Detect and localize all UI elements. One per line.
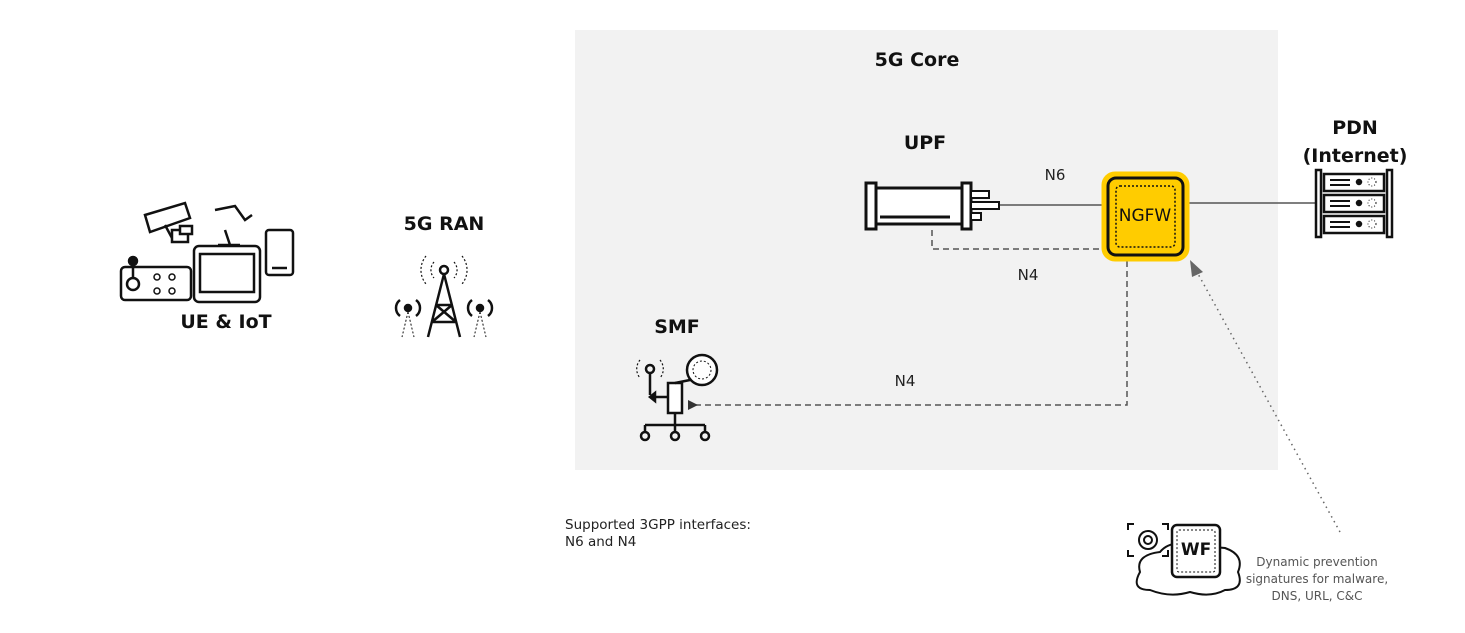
smf-icon bbox=[636, 353, 719, 442]
smf-label: SMF bbox=[654, 316, 700, 338]
n4-link-ngfw-smf bbox=[690, 261, 1128, 406]
wf-note-line: signatures for malware, bbox=[1245, 572, 1389, 586]
interfaces-note-line: Supported 3GPP interfaces: bbox=[565, 517, 751, 533]
wf-note-line: Dynamic prevention bbox=[1256, 555, 1378, 569]
upf-label: UPF bbox=[903, 132, 947, 154]
ue-iot-devices-icon bbox=[119, 201, 295, 304]
core-title: 5G Core bbox=[874, 49, 960, 71]
cell-tower-icon bbox=[394, 255, 494, 338]
wf-label: WF bbox=[1180, 540, 1212, 560]
n4-upper-label: N4 bbox=[1017, 266, 1039, 284]
ngfw-label: NGFW bbox=[1118, 206, 1172, 226]
ue-iot-label: UE & IoT bbox=[180, 311, 272, 333]
interfaces-note-line: N6 and N4 bbox=[565, 534, 637, 550]
server-rack-icon bbox=[1314, 168, 1394, 239]
ngfw-firewall[interactable] bbox=[1101, 171, 1190, 262]
interfaces-note: Supported 3GPP interfaces: N6 and N4 bbox=[565, 517, 751, 551]
pdn-label: PDN bbox=[1332, 117, 1378, 139]
arrow-head-icon bbox=[1190, 260, 1203, 277]
arrow-head-icon bbox=[688, 400, 698, 410]
upf-icon bbox=[864, 181, 1000, 231]
wf-note: Dynamic prevention signatures for malwar… bbox=[1246, 554, 1388, 605]
n4-lower-label: N4 bbox=[894, 372, 916, 390]
pdn-internet-label: (Internet) bbox=[1302, 145, 1408, 167]
n4-link-upf-ngfw bbox=[931, 230, 1104, 250]
wildfire-cloud-icon bbox=[1127, 523, 1241, 596]
wf-note-line: DNS, URL, C&C bbox=[1271, 589, 1363, 603]
ran-label: 5G RAN bbox=[403, 213, 485, 235]
n6-label: N6 bbox=[1044, 166, 1066, 184]
